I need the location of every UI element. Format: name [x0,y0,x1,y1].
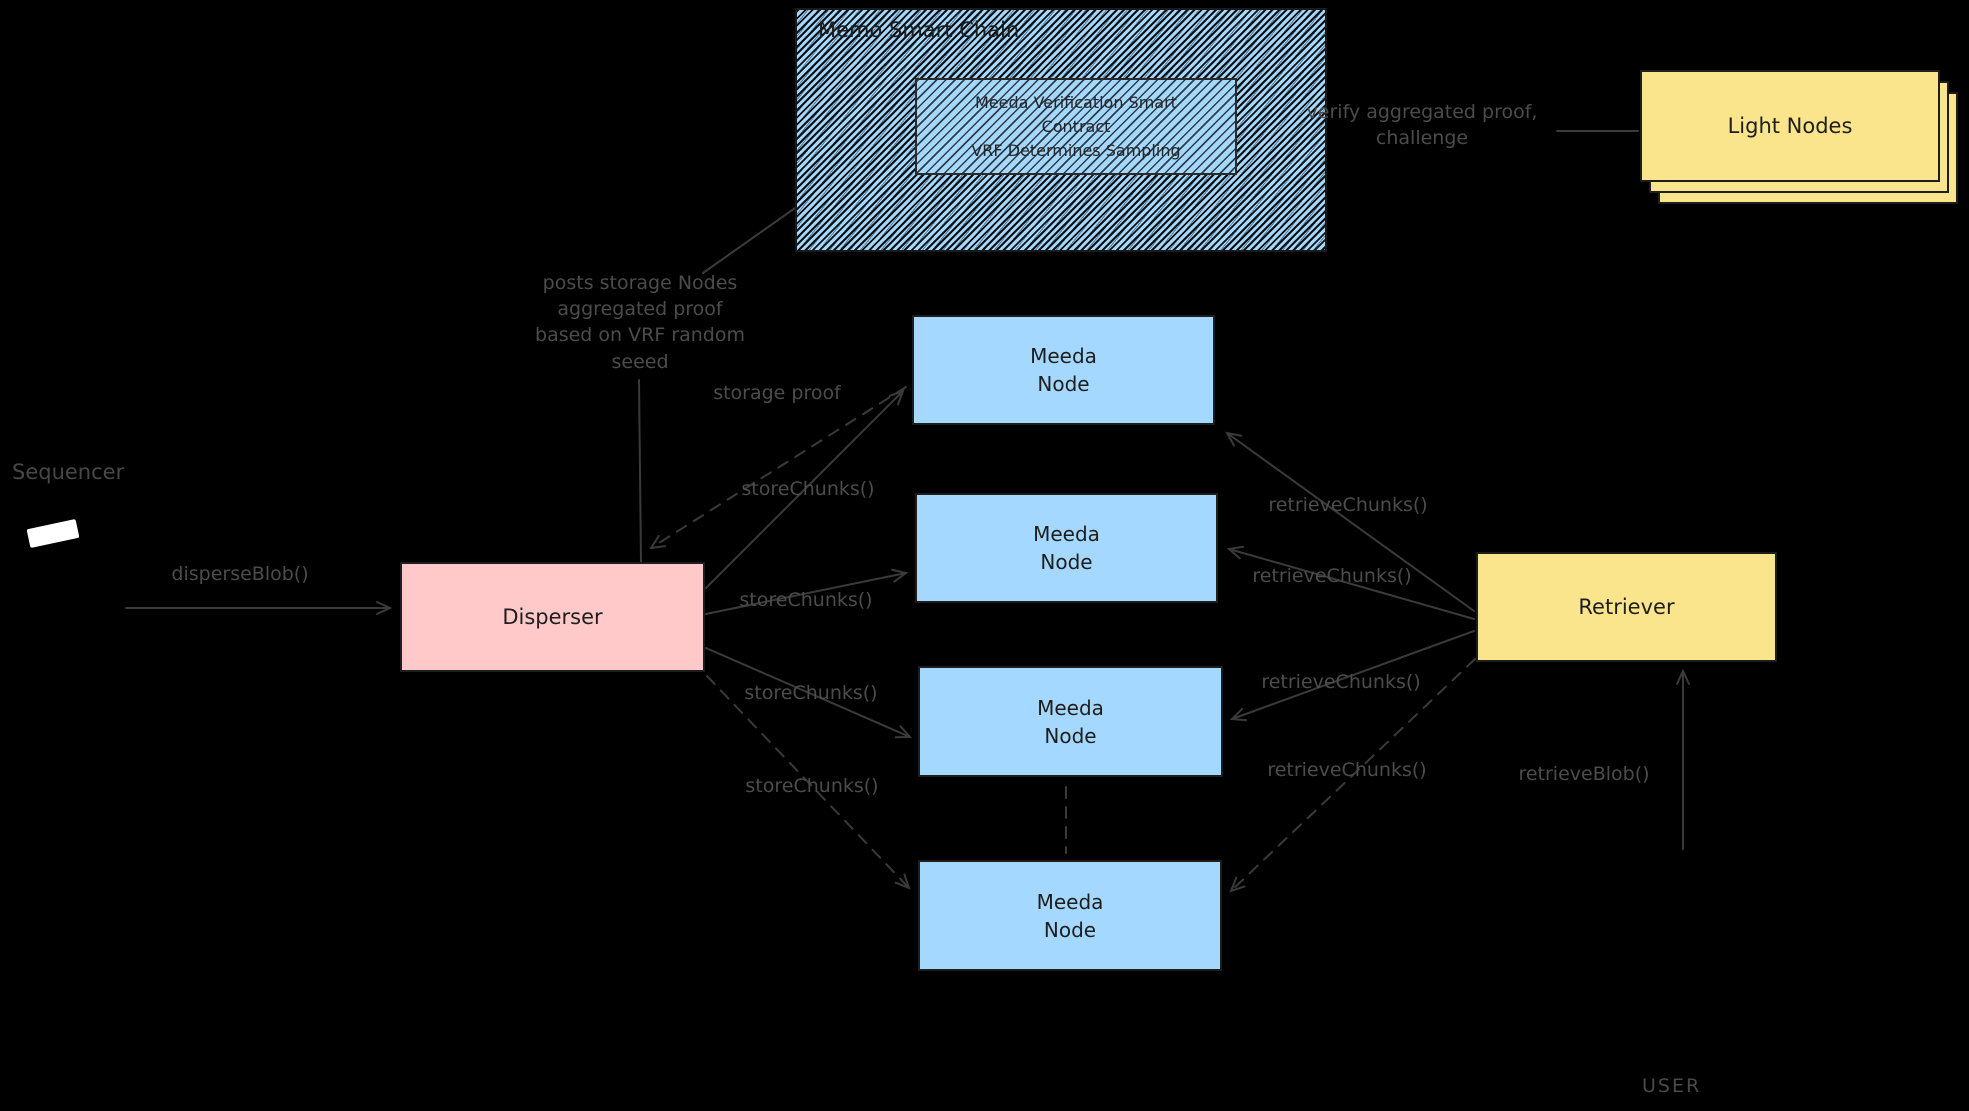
light-nodes-box: Light Nodes [1640,70,1940,182]
edge-store-chunks-1 [705,389,905,589]
retrieve-chunks-label-3: retrieveChunks() [1261,671,1421,693]
disperse-blob-label: disperseBlob() [171,563,309,585]
edge-store-chunks-4 [706,675,911,890]
user-label: USER [1642,1075,1702,1097]
retriever-box: Retriever [1476,552,1777,662]
retrieve-blob-label: retrieveBlob() [1518,763,1650,785]
edge-retrieve-chunks-1 [1225,431,1475,612]
light-nodes-label: Light Nodes [1727,114,1853,138]
meeda-node-2: Meeda Node [915,493,1218,603]
retrieve-chunks-label-1: retrieveChunks() [1268,494,1428,516]
retriever-label: Retriever [1578,595,1675,619]
verify-proof-label: verify aggregated proof, challenge [1306,101,1538,149]
memo-smart-chain-title: Memo Smart Chain [818,18,1020,42]
posts-proof-label: posts storage Nodes aggregated proof bas… [535,272,745,373]
store-chunks-label-1: storeChunks() [741,478,875,500]
store-chunks-label-2: storeChunks() [739,589,873,611]
edge-posts-proof-lower [638,379,642,563]
store-chunks-label-3: storeChunks() [744,682,878,704]
edge-retrieve-chunks-4 [1229,658,1476,893]
storage-proof-label: storage proof [713,382,841,404]
edge-storage-proof [648,386,907,550]
edge-store-chunks-2 [705,568,909,615]
sequencer-label: Sequencer [12,460,125,484]
meeda-node-3: Meeda Node [918,666,1223,777]
disperser-label: Disperser [502,605,603,629]
retrieve-chunks-label-4: retrieveChunks() [1267,759,1427,781]
meeda-node-1: Meeda Node [912,315,1215,425]
edge-retrieve-chunks-3 [1229,630,1475,722]
meeda-node-4: Meeda Node [918,860,1222,971]
edge-retrieve-chunks-2 [1226,545,1475,620]
store-chunks-label-4: storeChunks() [745,775,879,797]
verification-contract-box: Meeda Verification Smart Contract VRF De… [915,78,1237,175]
disperser-box: Disperser [400,562,705,672]
edge-store-chunks-3 [705,647,913,739]
retrieve-chunks-label-2: retrieveChunks() [1252,565,1412,587]
